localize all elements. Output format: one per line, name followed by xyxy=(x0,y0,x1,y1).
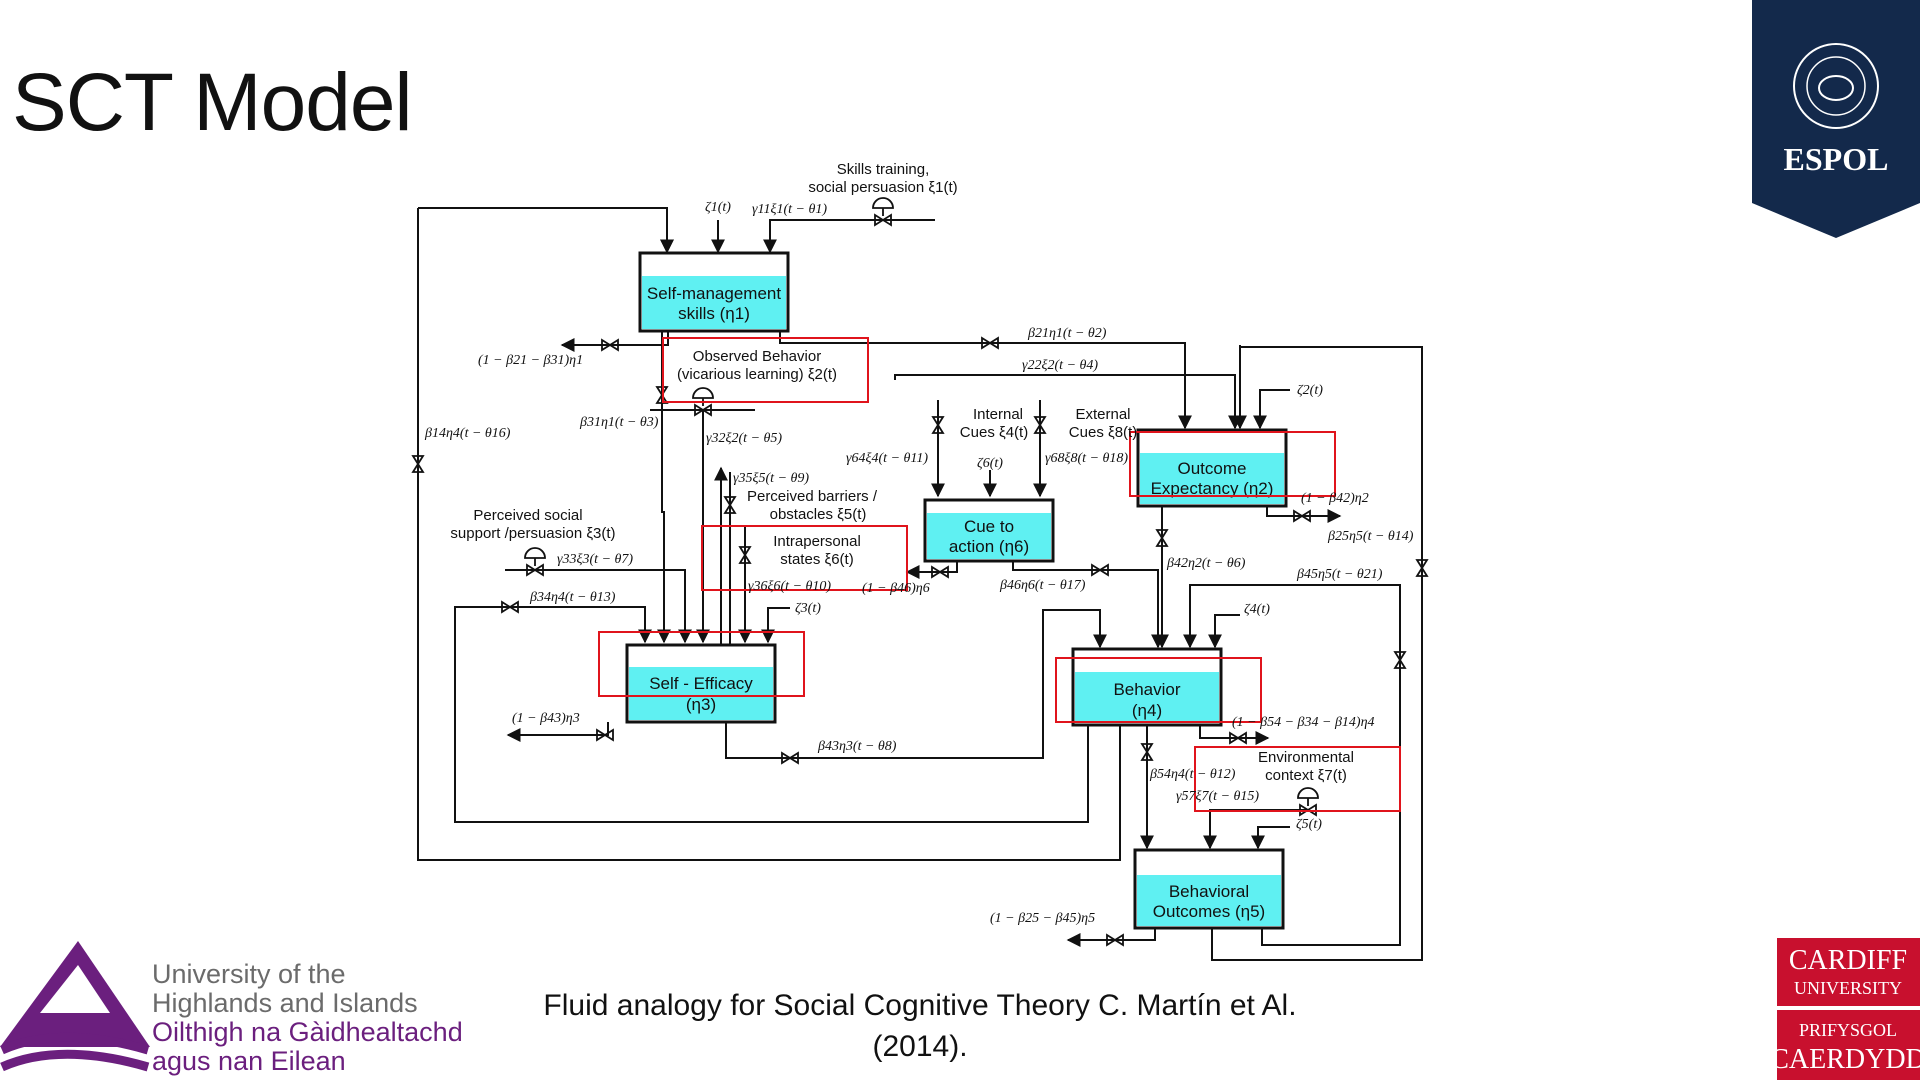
eq-out4: (1 − β54 − β34 − β14)η4 xyxy=(1232,715,1375,730)
observed-label: Observed Behavior xyxy=(693,348,821,365)
eta2-sub: Expectancy (η2) xyxy=(1151,479,1274,498)
tank-eta3: Self - Efficacy (η3) xyxy=(625,643,777,724)
internal-cues-label: Internal xyxy=(973,406,1023,423)
eq-beta54: β54η4(t − θ12) xyxy=(1149,767,1236,782)
eq-beta31: β31η1(t − θ3) xyxy=(579,415,659,430)
beta31-flow xyxy=(657,330,671,644)
xi1-inflow xyxy=(763,219,935,254)
internal-cues-label-2: Cues ξ4(t) xyxy=(960,424,1028,441)
uhi-line-4: agus nan Eilean xyxy=(152,1046,346,1076)
external-cues-label-2: Cues ξ8(t) xyxy=(1069,424,1137,441)
highlight-behavior xyxy=(1055,657,1262,723)
espol-logo: ESPOL xyxy=(1752,0,1920,238)
skills-label-2: social persuasion ξ1(t) xyxy=(808,179,957,196)
eta2-label: Outcome xyxy=(1178,459,1247,478)
eq-out5: (1 − β25 − β45)η5 xyxy=(990,911,1095,926)
uhi-line-3: Oilthigh na Gàidhealtachd xyxy=(152,1017,463,1047)
eq-gamma57: γ57ξ7(t − θ15) xyxy=(1176,789,1259,804)
feedback-beta14 xyxy=(418,207,674,254)
eta3-sub: (η3) xyxy=(686,695,716,714)
environment-label: Environmental xyxy=(1258,749,1354,766)
cardiff-line-1: CARDIFF xyxy=(1789,945,1907,976)
eq-zeta5: ζ5(t) xyxy=(1296,817,1322,832)
environment-label-2: context ξ7(t) xyxy=(1265,767,1347,784)
highlight-outcome xyxy=(1129,431,1336,497)
eta1-sub: skills (η1) xyxy=(678,304,750,323)
eq-beta25: β25η5(t − θ14) xyxy=(1327,529,1414,544)
tank-eta5: Behavioral Outcomes (η5) xyxy=(1133,848,1285,930)
eq-zeta4: ζ4(t) xyxy=(1244,602,1270,617)
eq-zeta3: ζ3(t) xyxy=(795,601,821,616)
eq-beta14: β14η4(t − θ16) xyxy=(424,426,511,441)
eq-beta21: β21η1(t − θ2) xyxy=(1027,326,1107,341)
highlight-intrapersonal xyxy=(701,525,908,591)
figure-caption: Fluid analogy for Social Cognitive Theor… xyxy=(420,985,1420,1067)
highlight-observed xyxy=(662,337,869,403)
cardiff-line-2: UNIVERSITY xyxy=(1794,978,1902,998)
caption-line-1: Fluid analogy for Social Cognitive Theor… xyxy=(543,989,1297,1022)
external-cues-label: External xyxy=(1075,406,1130,423)
slide-title: SCT Model xyxy=(12,57,413,148)
eq-gamma68: γ68ξ8(t − θ18) xyxy=(1045,451,1128,466)
cardiff-logo: CARDIFF UNIVERSITY PRIFYSGOL CAERDYDD xyxy=(1777,938,1920,1080)
cardiff-line-4: CAERDYDD xyxy=(1777,1044,1920,1075)
intrapersonal-label-2: states ξ6(t) xyxy=(780,551,853,568)
eq-out2: (1 − β42)η2 xyxy=(1301,491,1369,506)
eq-zeta6: ζ6(t) xyxy=(977,456,1003,471)
uhi-wordmark: University of the Highlands and Islands … xyxy=(152,960,463,1076)
eq-out3: (1 − β43)η3 xyxy=(512,711,580,726)
eta4-sub: (η4) xyxy=(1132,701,1162,720)
eq-gamma64: γ64ξ4(t − θ11) xyxy=(846,451,928,466)
eta1-outflow xyxy=(560,330,669,352)
eta1-label: Self-management xyxy=(647,284,781,303)
eta3-label: Self - Efficacy xyxy=(649,674,753,693)
cardiff-line-3: PRIFYSGOL xyxy=(1799,1020,1897,1040)
skills-label: Skills training, xyxy=(837,161,930,178)
uhi-line-2: Highlands and Islands xyxy=(152,988,418,1018)
eq-out1: (1 − β21 − β31)η1 xyxy=(478,353,583,368)
social-support-label: Perceived social xyxy=(473,507,582,524)
intrapersonal-label: Intrapersonal xyxy=(773,533,861,550)
tank-eta6: Cue to action (η6) xyxy=(923,498,1055,563)
seal-icon xyxy=(1793,43,1879,129)
tank-eta1: Self-management skills (η1) xyxy=(638,251,790,333)
eta6-sub: action (η6) xyxy=(949,537,1029,556)
eq-gamma11: γ11ξ1(t − θ1) xyxy=(752,202,827,217)
eta6-label: Cue to xyxy=(964,517,1014,536)
eq-beta45: β45η5(t − θ21) xyxy=(1296,567,1383,582)
eq-gamma22: γ22ξ2(t − θ4) xyxy=(1022,358,1098,373)
eq-zeta1: ζ1(t) xyxy=(705,200,731,215)
highlight-environment xyxy=(1194,746,1401,812)
eq-gamma32: γ32ξ2(t − θ5) xyxy=(706,431,782,446)
observed-label-2: (vicarious learning) ξ2(t) xyxy=(677,366,837,383)
barriers-label-2: obstacles ξ5(t) xyxy=(770,506,867,523)
social-support-label-2: support /persuasion ξ3(t) xyxy=(450,525,615,542)
eta4-label: Behavior xyxy=(1113,680,1180,699)
uhi-line-1: University of the xyxy=(152,959,346,989)
eq-gamma33: γ33ξ3(t − θ7) xyxy=(557,552,633,567)
highlight-boxes xyxy=(598,337,1401,812)
eq-beta42: β42η2(t − θ6) xyxy=(1166,556,1246,571)
tank-eta4: Behavior (η4) xyxy=(1071,647,1223,727)
eq-beta43: β43η3(t − θ8) xyxy=(817,739,897,754)
tank-eta2: Outcome Expectancy (η2) xyxy=(1136,428,1288,508)
eq-zeta2: ζ2(t) xyxy=(1297,383,1323,398)
eta5-sub: Outcomes (η5) xyxy=(1153,902,1265,921)
uhi-logo xyxy=(0,941,150,1072)
eq-gamma36: γ36ξ6(t − θ10) xyxy=(748,579,831,594)
highlight-efficacy xyxy=(598,631,805,697)
espol-wordmark: ESPOL xyxy=(1784,141,1889,177)
eq-beta34: β34η4(t − θ13) xyxy=(529,590,616,605)
eq-out6: (1 − β46)η6 xyxy=(862,581,930,596)
eq-gamma35: γ35ξ5(t − θ9) xyxy=(733,471,809,486)
eq-beta46: β46η6(t − θ17) xyxy=(999,578,1086,593)
barriers-label: Perceived barriers / xyxy=(747,488,878,505)
eta5-label: Behavioral xyxy=(1169,882,1249,901)
caption-line-2: (2014). xyxy=(872,1030,968,1063)
